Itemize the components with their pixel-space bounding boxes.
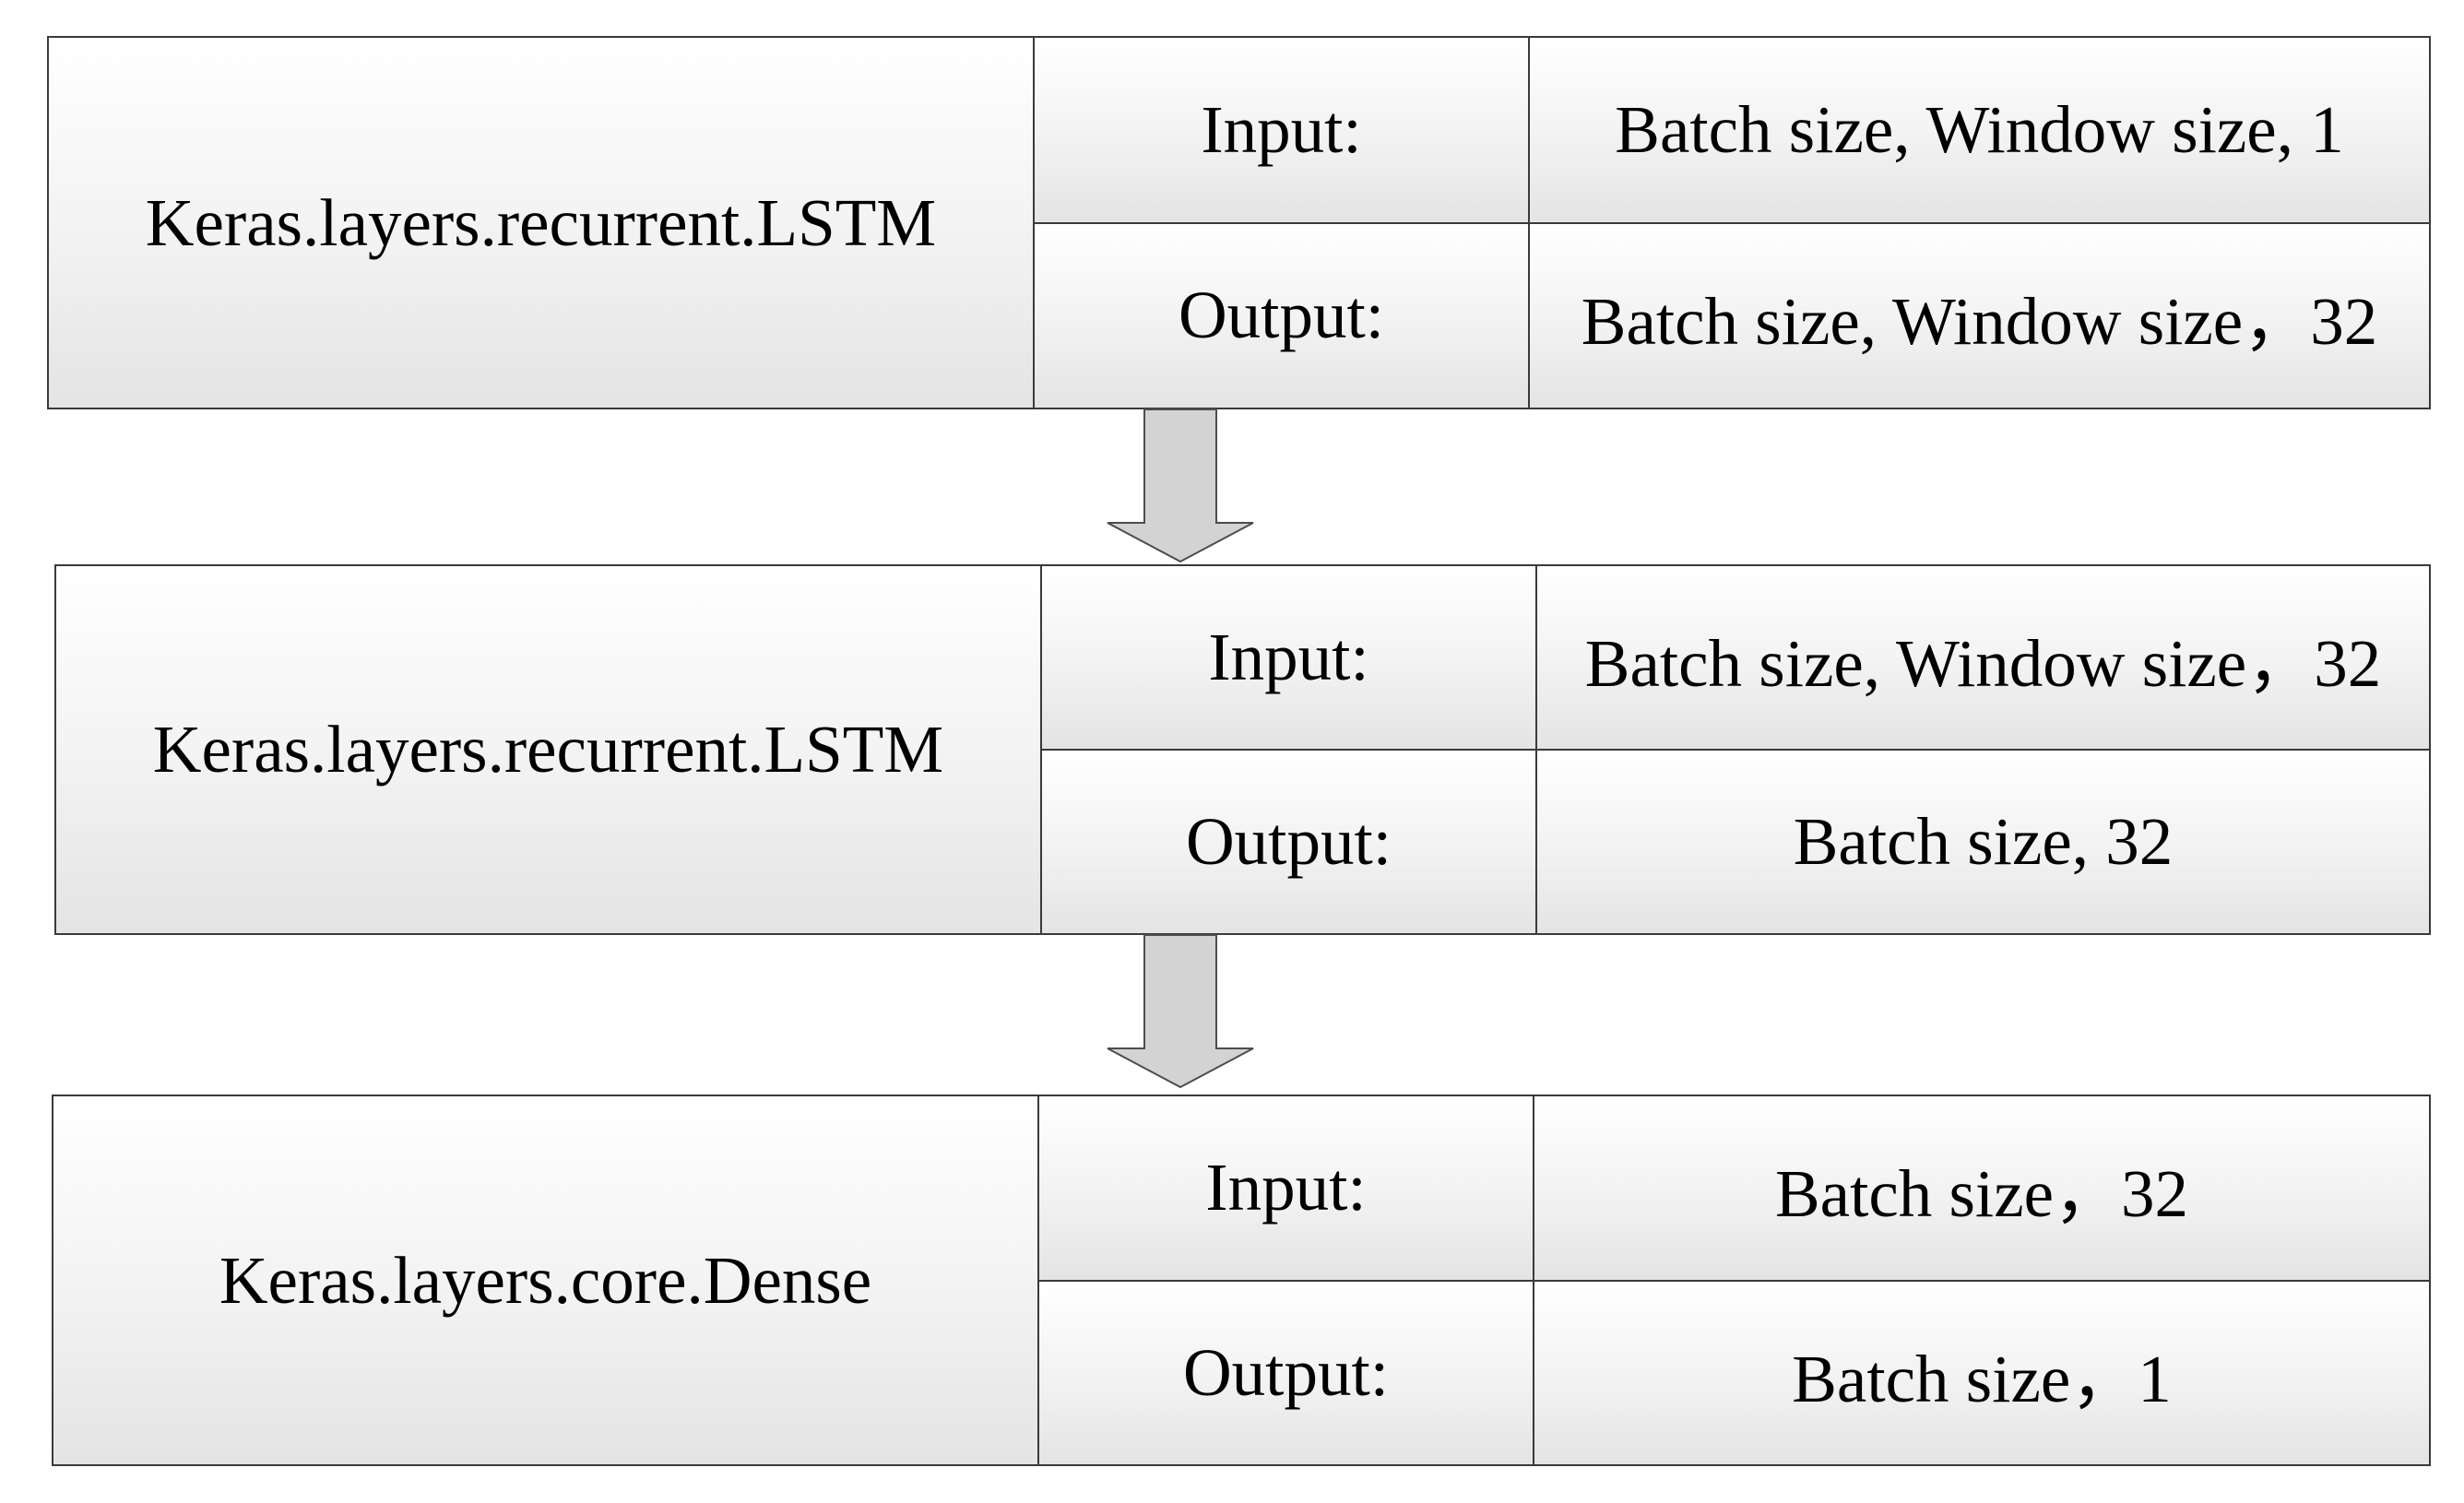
io-labels: Input: Output: xyxy=(1042,566,1537,933)
down-arrow-icon xyxy=(1107,934,1254,1089)
output-shape: Batch size, Window size，32 xyxy=(1530,223,2429,408)
layer-name: Keras.layers.recurrent.LSTM xyxy=(49,38,1035,408)
down-arrow-icon xyxy=(1107,408,1254,563)
input-shape: Batch size，32 xyxy=(1534,1096,2429,1282)
input-label: Input: xyxy=(1042,566,1535,751)
output-label: Output: xyxy=(1035,223,1528,408)
io-labels: Input: Output: xyxy=(1035,38,1530,408)
io-values: Batch size, Window size, 1 Batch size, W… xyxy=(1530,38,2429,408)
input-shape: Batch size, Window size，32 xyxy=(1537,566,2429,751)
io-labels: Input: Output: xyxy=(1039,1096,1534,1464)
layer-name: Keras.layers.recurrent.LSTM xyxy=(56,566,1042,933)
output-label: Output: xyxy=(1039,1281,1533,1464)
io-values: Batch size，32 Batch size，1 xyxy=(1534,1096,2429,1464)
output-shape: Batch size，1 xyxy=(1534,1281,2429,1464)
output-shape: Batch size, 32 xyxy=(1537,751,2429,933)
layer-block-3: Keras.layers.core.Dense Input: Output: B… xyxy=(52,1095,2431,1466)
io-values: Batch size, Window size，32 Batch size, 3… xyxy=(1537,566,2429,933)
input-shape: Batch size, Window size, 1 xyxy=(1530,38,2429,224)
layer-block-1: Keras.layers.recurrent.LSTM Input: Outpu… xyxy=(47,36,2431,409)
output-label: Output: xyxy=(1042,751,1535,933)
input-label: Input: xyxy=(1035,38,1528,224)
layer-block-2: Keras.layers.recurrent.LSTM Input: Outpu… xyxy=(54,564,2431,935)
input-label: Input: xyxy=(1039,1096,1533,1282)
layer-name: Keras.layers.core.Dense xyxy=(53,1096,1039,1464)
